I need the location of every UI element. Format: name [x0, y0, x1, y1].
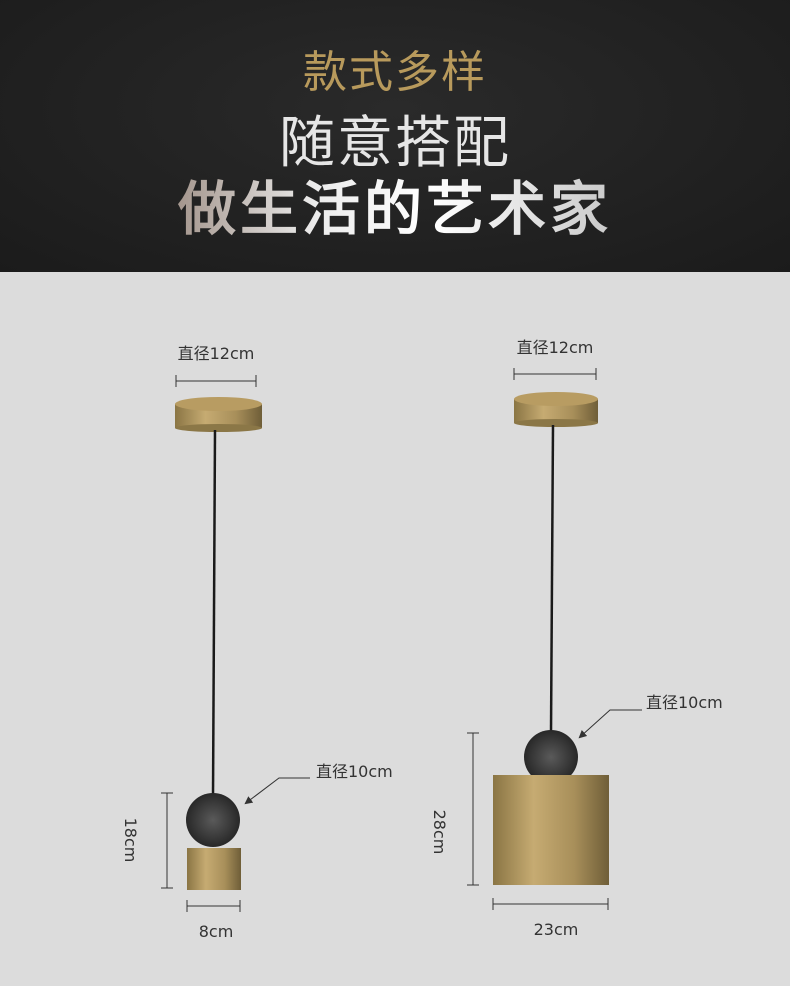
black-disc [186, 793, 240, 847]
dimension-lines [161, 375, 310, 912]
width-label: 8cm [199, 922, 234, 941]
headline-artist: 做生活的艺术家 [0, 162, 790, 246]
lamp-dimension-diagram: 直径12cm 直径10cm 18cm 8cm 直径12cm 直径10cm 28c… [121, 338, 723, 941]
canopy [514, 392, 598, 427]
cord [211, 429, 217, 797]
brass-cylinder [493, 775, 609, 885]
headline-styles: 款式多样 [303, 47, 487, 98]
cord [549, 424, 555, 733]
canopy-diameter-label: 直径12cm [517, 338, 594, 357]
lamp-large: 直径12cm 直径10cm 28cm 23cm [430, 338, 723, 939]
shade-diameter-label: 直径10cm [316, 762, 393, 781]
brass-cube [187, 848, 241, 890]
dimension-lines [467, 368, 642, 910]
canopy-diameter-label: 直径12cm [178, 344, 255, 363]
width-label: 23cm [534, 920, 579, 939]
hero-banner: 款式多样 随意搭配 做生活的艺术家 [0, 0, 790, 272]
headline-match: 随意搭配 [279, 111, 511, 176]
black-disc [524, 730, 578, 784]
canopy [175, 397, 262, 432]
shade-diameter-label: 直径10cm [646, 693, 723, 712]
lamp-small: 直径12cm 直径10cm 18cm 8cm [121, 344, 393, 941]
height-label: 18cm [121, 818, 140, 863]
height-label: 28cm [430, 810, 449, 855]
